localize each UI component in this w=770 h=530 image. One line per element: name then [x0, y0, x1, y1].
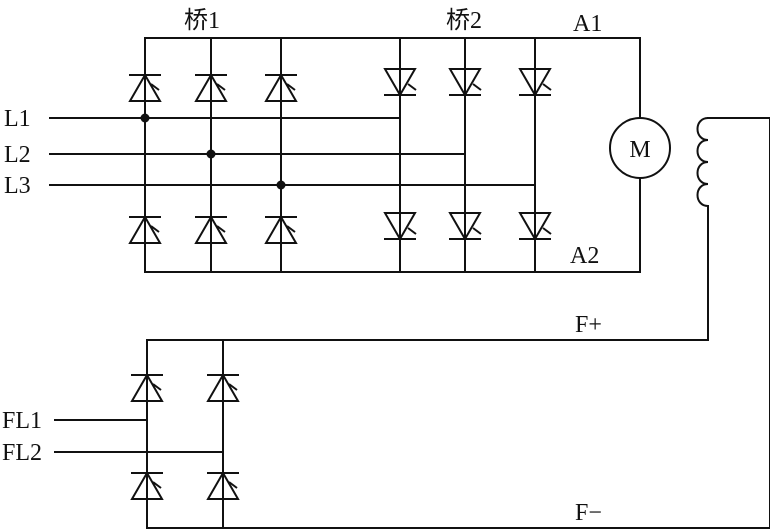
field-plus-label: F+ [575, 312, 602, 338]
motor-symbol [609, 117, 671, 179]
bridge1-label: 桥1 [184, 7, 220, 34]
phase-l2-label: L2 [4, 142, 31, 168]
terminal-a2-label: A2 [570, 243, 599, 269]
junction-dot-l3 [276, 180, 286, 190]
field-fl2-label: FL2 [2, 440, 42, 466]
terminal-a1-label: A1 [573, 11, 602, 37]
field-fl1-label: FL1 [2, 408, 42, 434]
motor-label: M [629, 137, 650, 163]
phase-l1-label: L1 [4, 106, 31, 132]
field-minus-label: F− [575, 500, 602, 526]
junction-dot-l1 [140, 113, 150, 123]
phase-l3-label: L3 [4, 173, 31, 199]
bridge2-label: 桥2 [446, 7, 482, 34]
field-coil-symbol [696, 117, 709, 207]
junction-dot-l2 [206, 149, 216, 159]
